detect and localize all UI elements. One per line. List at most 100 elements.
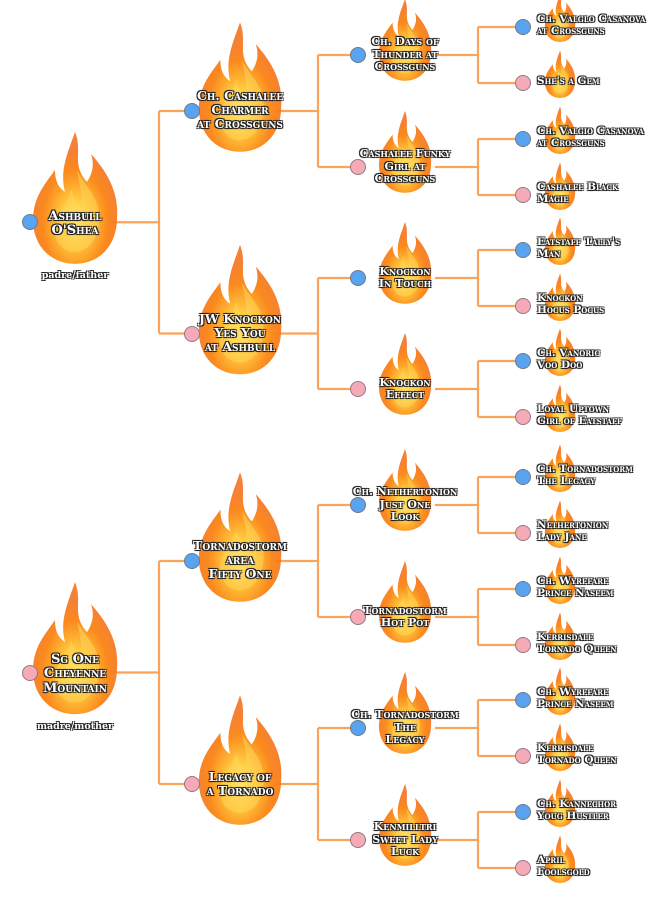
dog-name[interactable]: She's a Gem	[537, 75, 600, 88]
flame-icon	[544, 779, 576, 827]
dog-name-line: Youg Hustler	[537, 809, 609, 822]
male-marker-icon[interactable]	[515, 242, 531, 258]
female-marker-icon[interactable]	[515, 860, 531, 876]
female-marker-icon[interactable]	[184, 325, 200, 342]
dog-name-line: Knockon	[537, 292, 583, 304]
dog-name-line: at Ashbull	[204, 338, 276, 354]
female-marker-icon[interactable]	[350, 609, 366, 625]
female-marker-icon[interactable]	[515, 748, 531, 764]
flame-icon	[544, 50, 576, 98]
flame-icon	[544, 162, 576, 210]
dog-name-line: Knockon	[379, 375, 431, 389]
male-marker-icon[interactable]	[350, 47, 366, 63]
female-marker-icon[interactable]	[515, 298, 531, 314]
flame-icon	[378, 448, 432, 531]
female-marker-icon[interactable]	[515, 187, 531, 203]
dog-name-line: Ch. Tornadostorm	[351, 708, 459, 722]
female-marker-icon[interactable]	[22, 664, 38, 681]
flame-icon	[544, 723, 576, 771]
male-marker-icon[interactable]	[350, 497, 366, 513]
dog-name-line: Ashbull	[48, 208, 102, 224]
dog-name-line: at Crossguns	[197, 116, 283, 132]
dog-name-line: Cashalee Black	[537, 181, 619, 193]
flame-icon	[198, 472, 282, 602]
female-marker-icon[interactable]	[350, 159, 366, 175]
female-marker-icon[interactable]	[184, 776, 200, 792]
dog-name-line: Crossguns	[374, 171, 436, 185]
male-marker-icon[interactable]	[515, 469, 531, 485]
male-marker-icon[interactable]	[515, 353, 531, 369]
dog-name-line: area	[225, 552, 255, 568]
male-marker-icon[interactable]	[350, 270, 366, 286]
dog-name-line: Thunder at	[372, 47, 438, 61]
male-marker-icon[interactable]	[22, 214, 38, 231]
male-marker-icon[interactable]	[184, 103, 200, 119]
dog-name-line: Ch. Days of	[371, 35, 439, 49]
male-marker-icon[interactable]	[515, 804, 531, 820]
flame-icon	[198, 244, 282, 375]
male-marker-icon[interactable]	[515, 131, 531, 147]
dog-name-line: Tornado Queen	[537, 753, 617, 766]
dog-name-line: The Legacy	[537, 474, 596, 487]
male-marker-icon[interactable]	[515, 19, 531, 35]
male-marker-icon[interactable]	[515, 581, 531, 597]
female-marker-icon[interactable]	[515, 525, 531, 541]
dog-name-line: Prince Naseem	[537, 586, 614, 599]
dog-name-line: Foolsgold	[537, 865, 590, 878]
dog-name-line: Prince Naseem	[537, 697, 614, 710]
dog-name-line: Knockon	[379, 264, 431, 278]
dog-name-line: Yes You	[214, 324, 266, 340]
flame-icon	[544, 217, 576, 265]
male-marker-icon[interactable]	[515, 692, 531, 708]
flame-icon	[544, 667, 576, 715]
dog-name-line: Kerrisdale	[537, 631, 594, 643]
female-marker-icon[interactable]	[350, 381, 366, 397]
flame-icon	[544, 612, 576, 660]
dog-name-line: Kerrisdale	[537, 742, 594, 754]
female-marker-icon[interactable]	[515, 75, 531, 91]
dog-name-line: Hocus Pocus	[537, 303, 605, 316]
male-marker-icon[interactable]	[184, 553, 200, 569]
dog-name-line: Nethertonion	[537, 519, 609, 531]
dog-name-line: O'Shea	[51, 223, 99, 239]
female-marker-icon[interactable]	[515, 409, 531, 425]
female-marker-icon[interactable]	[350, 832, 366, 848]
dog-name-line: Ch. Vanoric	[537, 347, 601, 359]
dog-name-line: Fifty One	[208, 566, 272, 582]
female-marker-icon[interactable]	[515, 637, 531, 653]
dog-name-line: Ch. Nethertonion	[352, 485, 458, 499]
dog-name-line: Mountain	[43, 680, 107, 696]
dog-name-line: In Touch	[378, 276, 432, 290]
male-marker-icon[interactable]	[350, 720, 366, 736]
dog-name-line: Effect	[385, 387, 425, 401]
